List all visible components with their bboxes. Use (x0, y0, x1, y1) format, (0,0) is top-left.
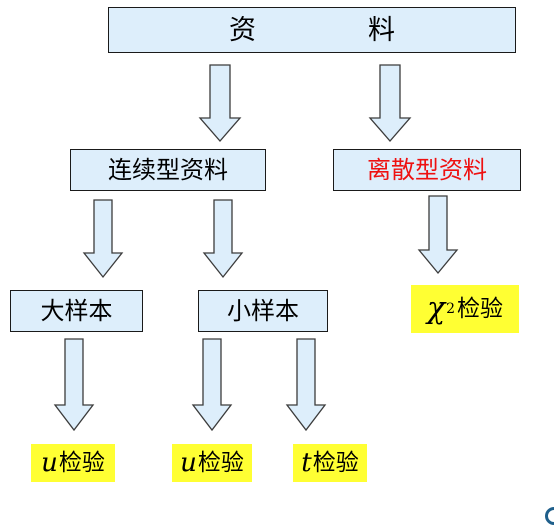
large-sample-box: 大样本 (10, 290, 143, 332)
arrow-top-to-discrete (368, 64, 412, 142)
arrow-small-to-t (285, 338, 327, 432)
arrow-continuous-to-small (202, 199, 244, 279)
data-root-label-right: 料 (368, 14, 395, 46)
chi-symbol: χ (426, 291, 446, 326)
t-symbol: t (301, 448, 312, 478)
arrow-discrete-to-chi (417, 195, 459, 275)
chi-test-text: 检验 (457, 295, 504, 322)
arrow-continuous-to-large (82, 199, 124, 279)
corner-circle-icon (545, 507, 554, 525)
u-test-large-text: 检验 (58, 449, 105, 476)
u-test-small-text: 检验 (197, 449, 244, 476)
chi-superscript: 2 (446, 301, 456, 317)
u-symbol-small: u (180, 448, 197, 478)
data-root-label-left: 资 (229, 14, 256, 46)
t-test-text: 检验 (312, 449, 359, 476)
arrow-top-to-continuous (198, 64, 242, 142)
discrete-data-box: 离散型资料 (333, 149, 521, 191)
small-sample-box: 小样本 (198, 290, 328, 332)
continuous-data-box: 连续型资料 (70, 149, 266, 191)
arrow-small-to-u (191, 338, 233, 432)
arrow-large-to-u (53, 338, 95, 432)
data-root-box: 资 料 (108, 7, 516, 53)
u-symbol-large: u (41, 448, 58, 478)
